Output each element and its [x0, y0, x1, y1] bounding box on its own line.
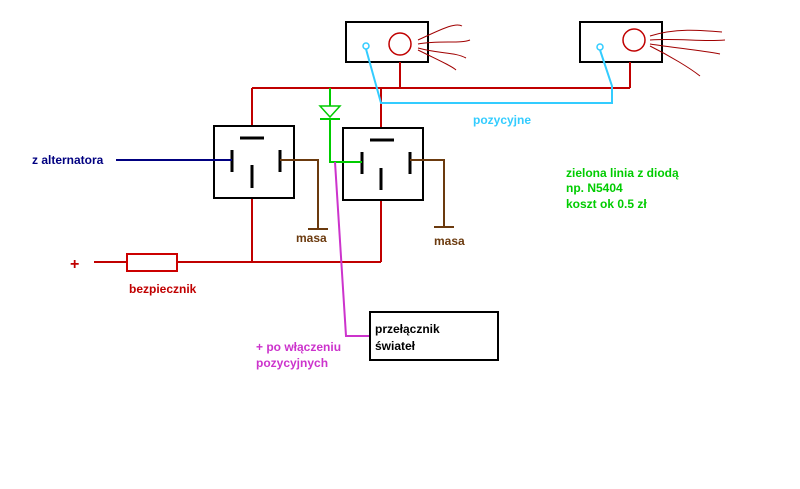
label-switch-2: świateł [375, 339, 416, 353]
label-note-1: zielona linia z diodą [566, 166, 679, 180]
label-fuse: bezpiecznik [129, 282, 197, 296]
position-wire [365, 48, 613, 104]
label-position: pozycyjne [473, 113, 531, 127]
label-switch-1: przełącznik [375, 322, 440, 336]
headlamp-right [579, 21, 726, 77]
relay-left [213, 125, 295, 199]
fuse [126, 253, 178, 272]
label-ground-right: masa [434, 234, 465, 248]
ground-wires [280, 159, 454, 230]
headlamp-left [345, 21, 471, 71]
relay-right [342, 127, 424, 201]
label-plus: + [70, 256, 79, 273]
label-note-3: koszt ok 0.5 zł [566, 197, 647, 211]
label-note-2: np. N5404 [566, 181, 623, 195]
label-ground-left: masa [296, 231, 327, 245]
switch-wire [334, 161, 370, 337]
light-switch-box [369, 311, 499, 361]
label-alternator: z alternatora [32, 153, 104, 167]
label-pink-2: pozycyjnych [256, 356, 328, 370]
diode-wire [318, 88, 362, 163]
label-pink-1: + po włączeniu [256, 340, 341, 354]
